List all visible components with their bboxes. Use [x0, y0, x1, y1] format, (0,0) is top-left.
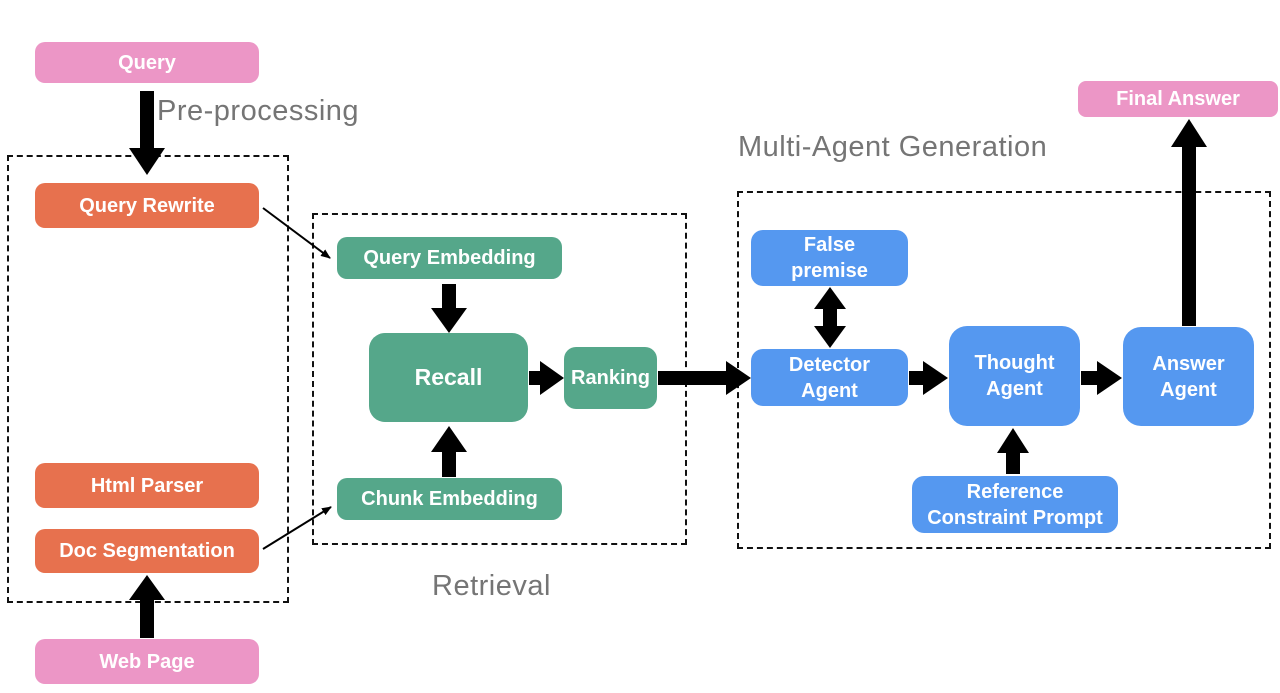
node-reference-constraint-prompt: Reference Constraint Prompt [912, 476, 1118, 533]
node-query: Query [35, 42, 259, 83]
node-recall: Recall [369, 333, 528, 422]
node-ranking: Ranking [564, 347, 657, 409]
node-false-premise: False premise [751, 230, 908, 286]
node-final-answer: Final Answer [1078, 81, 1278, 117]
node-query-embedding: Query Embedding [337, 237, 562, 279]
node-doc-segmentation: Doc Segmentation [35, 529, 259, 573]
preprocessing-label: Pre-processing [157, 95, 360, 127]
retrieval-label: Retrieval [432, 570, 551, 602]
generation-label: Multi-Agent Generation [738, 131, 1048, 163]
node-query-rewrite: Query Rewrite [35, 183, 259, 228]
node-web-page: Web Page [35, 639, 259, 684]
node-html-parser: Html Parser [35, 463, 259, 508]
node-thought-agent: Thought Agent [949, 326, 1080, 426]
node-detector-agent: Detector Agent [751, 349, 908, 406]
node-answer-agent: Answer Agent [1123, 327, 1254, 426]
node-chunk-embedding: Chunk Embedding [337, 478, 562, 520]
